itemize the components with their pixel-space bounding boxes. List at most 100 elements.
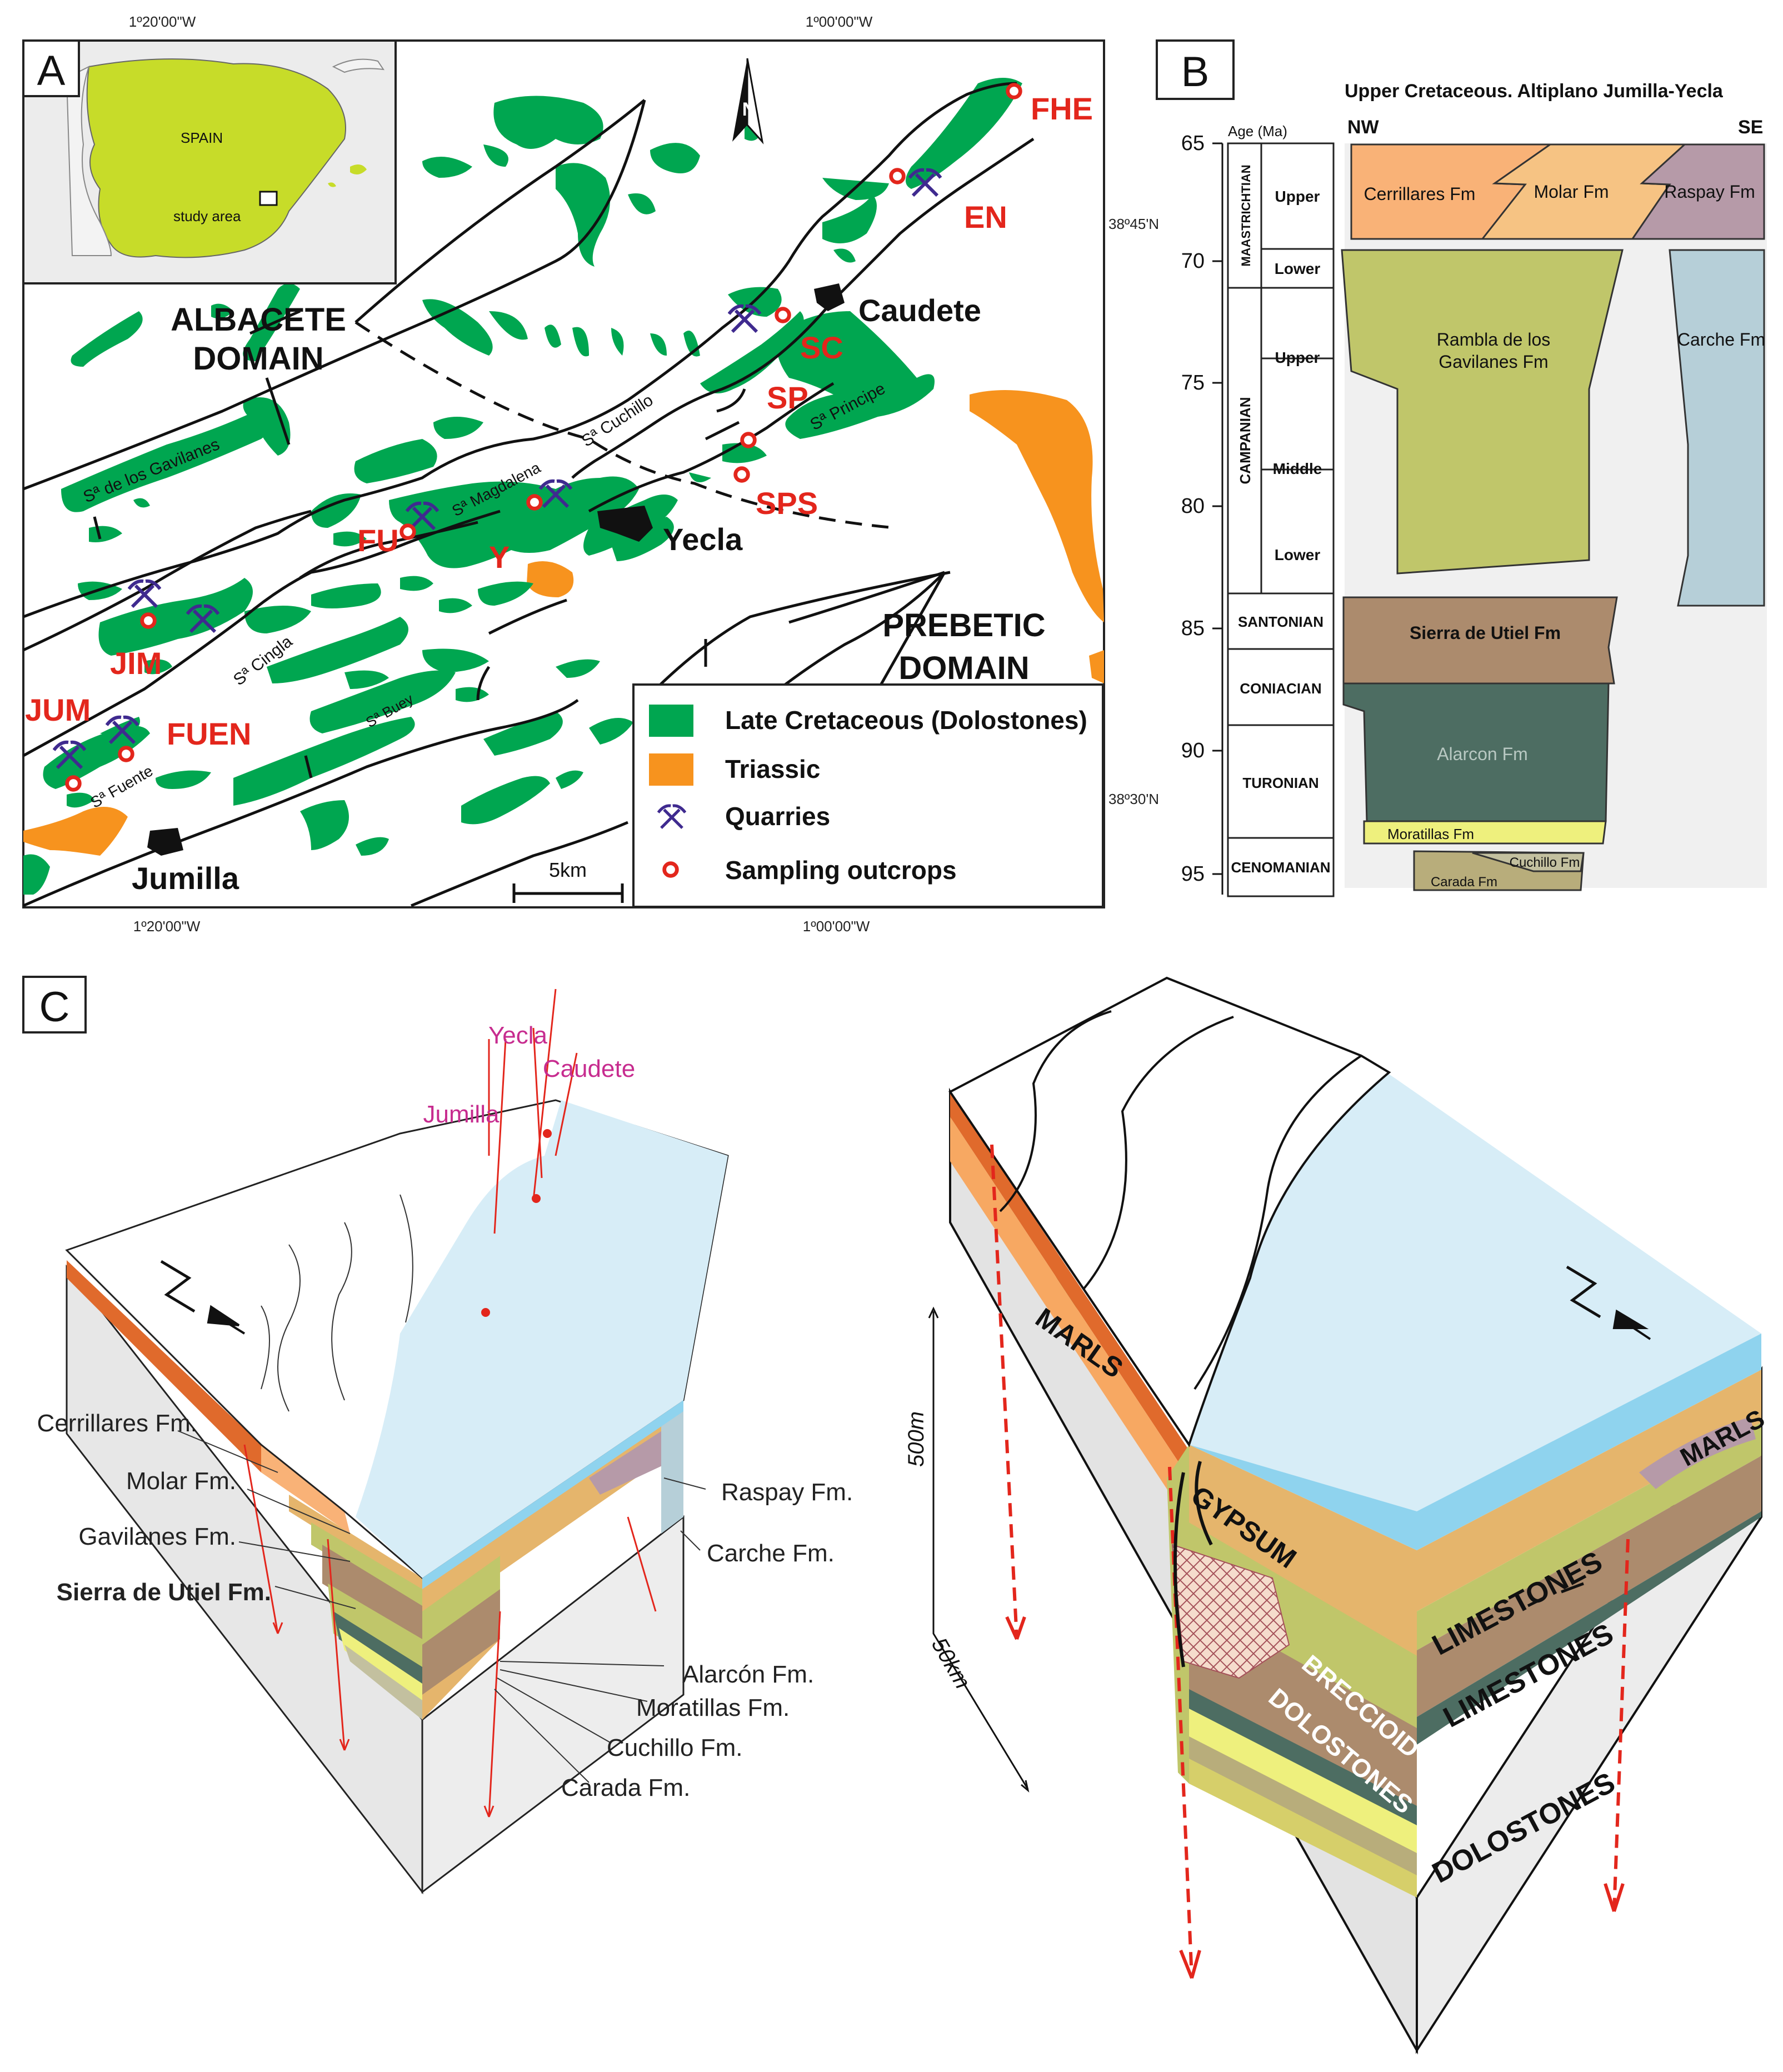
- left-cerrillares-label: Cerrillares Fm.: [37, 1410, 197, 1437]
- carada-fm-label: Carada Fm: [1431, 875, 1497, 890]
- panel-b-title: Upper Cretaceous. Altiplano Jumilla-Yecl…: [1345, 81, 1724, 102]
- right-cuchillo-label: Cuchillo Fm.: [607, 1734, 743, 1761]
- albacete-domain-label-1: ALBACETE: [171, 302, 346, 338]
- caudete-label: Caudete: [858, 293, 981, 328]
- stage-campanian: CAMPANIAN: [1237, 397, 1253, 485]
- se-label: SE: [1738, 117, 1763, 138]
- cuchillo-fm-block: [1472, 852, 1585, 872]
- cuchillo-fm-label: Cuchillo Fm: [1510, 855, 1580, 870]
- cerrillares-fm-label: Cerrillares Fm: [1364, 184, 1476, 204]
- panel-b-label-box: [1156, 39, 1235, 100]
- scale-bar: 5km: [512, 858, 624, 903]
- age-axis-label: Age (Ma): [1228, 123, 1287, 139]
- sierra-utiel-fm-block: [1342, 596, 1618, 685]
- coord-bottom-left: 1º20'00"W: [133, 918, 201, 935]
- right-alarcon-label: Alarcón Fm.: [682, 1661, 814, 1688]
- site-y-label: Y: [489, 540, 510, 575]
- panel-c-label: C: [39, 983, 70, 1031]
- formation-polygons: [1341, 143, 1765, 891]
- age-tick-95: 95: [1181, 862, 1205, 886]
- stage-cenomanian: CENOMANIAN: [1231, 859, 1330, 876]
- scale-axes: [932, 1311, 1029, 1790]
- coord-lat-bottom: 38º30'N: [1108, 791, 1159, 807]
- panel-a-label: A: [37, 47, 66, 94]
- coord-lat-top: 38º45'N: [1108, 216, 1159, 232]
- carche-fm-label: Carche Fm: [1677, 329, 1765, 350]
- triassic-outcrops: [23, 390, 1104, 856]
- jumilla-point: [481, 1308, 490, 1317]
- right-carche-label: Carche Fm.: [707, 1540, 835, 1567]
- site-labels: FHE EN SC SP SPS FU Y JIM JUM FUEN: [25, 91, 1093, 751]
- site-en-label: EN: [964, 199, 1007, 234]
- sampling-icon: [777, 309, 790, 322]
- sampling-icon: [402, 526, 414, 538]
- stage-santonian: SANTONIAN: [1238, 613, 1323, 630]
- site-sp-label: SP: [767, 380, 808, 415]
- substage-lower-campanian: Lower: [1275, 546, 1321, 563]
- sampling-icon: [1008, 85, 1021, 98]
- right-north-symbol: [1566, 1265, 1601, 1319]
- towns: [147, 283, 845, 856]
- moratillas-fm-block: [1363, 820, 1607, 845]
- left-gavilanes-label: Gavilanes Fm.: [78, 1523, 236, 1550]
- site-fu-label: FU: [357, 523, 399, 558]
- rambla-fm-label-1: Rambla de los: [1437, 329, 1551, 350]
- legend-sampling-icon: [665, 863, 677, 876]
- left-north-symbol: [160, 1260, 196, 1313]
- stage-maastrichtian: MAASTRICHTIAN: [1239, 164, 1253, 266]
- panel-b-stratigraphy: B Upper Cretaceous. Altiplano Jumilla-Ye…: [1156, 39, 1767, 897]
- right-moratillas-label: Moratillas Fm.: [636, 1694, 790, 1721]
- legend-label-triassic: Triassic: [725, 755, 820, 783]
- left-block-diagram: Cerrillares Fm. Molar Fm. Gavilanes Fm. …: [37, 988, 853, 1895]
- sampling-icon: [67, 777, 80, 790]
- site-sps-label: SPS: [756, 486, 818, 521]
- yecla-town: [597, 506, 653, 542]
- late-cretaceous-outcrops: [23, 78, 1022, 895]
- coord-top-right: 1º00'00"W: [806, 13, 873, 30]
- alarcon-fm-label: Alarcon Fm: [1437, 744, 1528, 764]
- scale-vertical-label: 500m: [904, 1411, 928, 1467]
- site-jim-label: JIM: [110, 646, 162, 681]
- panel-c-label-box: [22, 976, 87, 1033]
- coord-bottom-right: 1º00'00"W: [803, 918, 870, 935]
- raspay-fm-label: Raspay Fm: [1664, 182, 1755, 202]
- stage-turonian: TURONIAN: [1242, 775, 1318, 791]
- right-north-arrow-icon: [1612, 1309, 1651, 1340]
- stage-column: [1227, 142, 1335, 897]
- sierra-utiel-fm-label: Sierra de Utiel Fm: [1410, 623, 1561, 643]
- sampling-icon: [891, 170, 904, 183]
- study-area-marker: [259, 191, 278, 206]
- sampling-icon: [120, 748, 133, 761]
- left-north-arrow-icon: [207, 1305, 246, 1335]
- substage-labels: Upper Lower Upper Middle Lower: [1273, 188, 1322, 563]
- substage-lower-maastrichtian: Lower: [1275, 260, 1321, 277]
- nw-label: NW: [1347, 117, 1380, 138]
- sampling-icon: [528, 496, 541, 509]
- panel-a-map: SPAIN study area A N 1º20'00"W 1º00'00"W…: [22, 13, 1159, 935]
- age-tick-85: 85: [1181, 617, 1205, 640]
- scale-horizontal-label: 50km: [927, 1634, 975, 1693]
- dashed-fault: [354, 321, 895, 530]
- legend-label-cretaceous: Late Cretaceous (Dolostones): [725, 706, 1087, 735]
- albacete-domain-label-2: DOMAIN: [193, 341, 323, 377]
- substage-upper-maastrichtian: Upper: [1275, 188, 1320, 205]
- yecla-label: Yecla: [663, 522, 743, 557]
- rambla-fm-label-2: Gavilanes Fm: [1439, 352, 1548, 372]
- inset-spain-label: SPAIN: [181, 129, 223, 146]
- site-fhe-label: FHE: [1031, 91, 1093, 126]
- right-block-diagram: 500m 50km MARLS MARLS GYPSUM LIMESTONES …: [904, 976, 1769, 2055]
- age-tick-75: 75: [1181, 371, 1205, 395]
- inset-map: SPAIN study area A: [22, 39, 397, 284]
- coord-top-left: 1º20'00"W: [129, 13, 196, 30]
- age-tick-70: 70: [1181, 249, 1205, 273]
- jumilla-town: [147, 828, 183, 856]
- panel-b-label: B: [1181, 48, 1210, 96]
- substage-upper-campanian: Upper: [1275, 349, 1320, 366]
- jumilla-label: Jumilla: [132, 861, 239, 896]
- scale-label: 5km: [549, 858, 587, 881]
- prebetic-domain-label-1: PREBETIC: [882, 607, 1045, 643]
- raspay-fm-block: [1631, 143, 1765, 240]
- inset-study-area-label: study area: [173, 208, 241, 224]
- site-sc-label: SC: [800, 330, 843, 365]
- formation-labels: Cerrillares Fm Molar Fm Raspay Fm Rambla…: [1364, 182, 1766, 890]
